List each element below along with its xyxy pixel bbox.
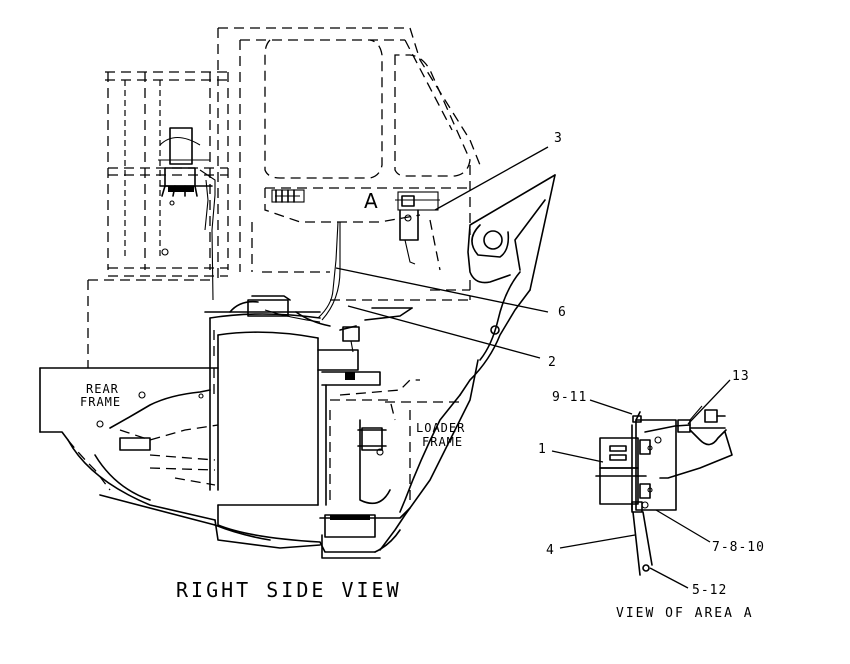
right-side-view-caption: RIGHT SIDE VIEW	[176, 578, 402, 602]
callout-2-label: 2	[548, 355, 557, 370]
callout-7-8-10-label: 7-8-10	[712, 540, 765, 555]
loader-frame-label-2: FRAME	[422, 435, 463, 449]
rear-frame	[39, 279, 321, 549]
rops-frame	[105, 71, 229, 277]
area-a-marker: A	[364, 189, 378, 213]
callout-13: 13	[687, 369, 750, 425]
loader-frame-label-1: LOADER	[416, 421, 465, 435]
callout-3: 3	[434, 131, 563, 211]
lower-guard	[217, 504, 411, 559]
rear-frame-label-1: REAR	[86, 382, 119, 396]
callout-1: 1	[538, 442, 604, 463]
detail-view-area-a	[595, 405, 733, 576]
view-of-area-a-caption: VIEW OF AREA A	[616, 606, 754, 621]
callout-4-label: 4	[546, 543, 555, 558]
callout-5-12: 5-12	[649, 567, 727, 598]
area-a-bracket	[395, 191, 440, 265]
callout-1-label: 1	[538, 442, 547, 457]
callout-6-label: 6	[558, 305, 567, 320]
callout-6: 6	[335, 267, 567, 320]
cab-console	[271, 189, 305, 203]
wire-harness	[317, 221, 341, 321]
filter-assembly	[158, 127, 216, 301]
loader-frame	[330, 174, 556, 551]
rear-frame-label-2: FRAME	[80, 395, 121, 409]
callout-9-11-label: 9-11	[552, 390, 587, 405]
callout-3-label: 3	[554, 131, 563, 146]
callout-4: 4	[546, 534, 636, 558]
cab-outline	[217, 27, 481, 280]
callout-5-12-label: 5-12	[692, 583, 727, 598]
hydraulic-tank	[204, 295, 331, 506]
callout-7-8-10: 7-8-10	[655, 509, 765, 555]
callout-2: 2	[347, 305, 557, 370]
valve-assembly	[317, 325, 420, 506]
callout-9-11: 9-11	[552, 390, 633, 415]
callout-13-label: 13	[732, 369, 750, 384]
